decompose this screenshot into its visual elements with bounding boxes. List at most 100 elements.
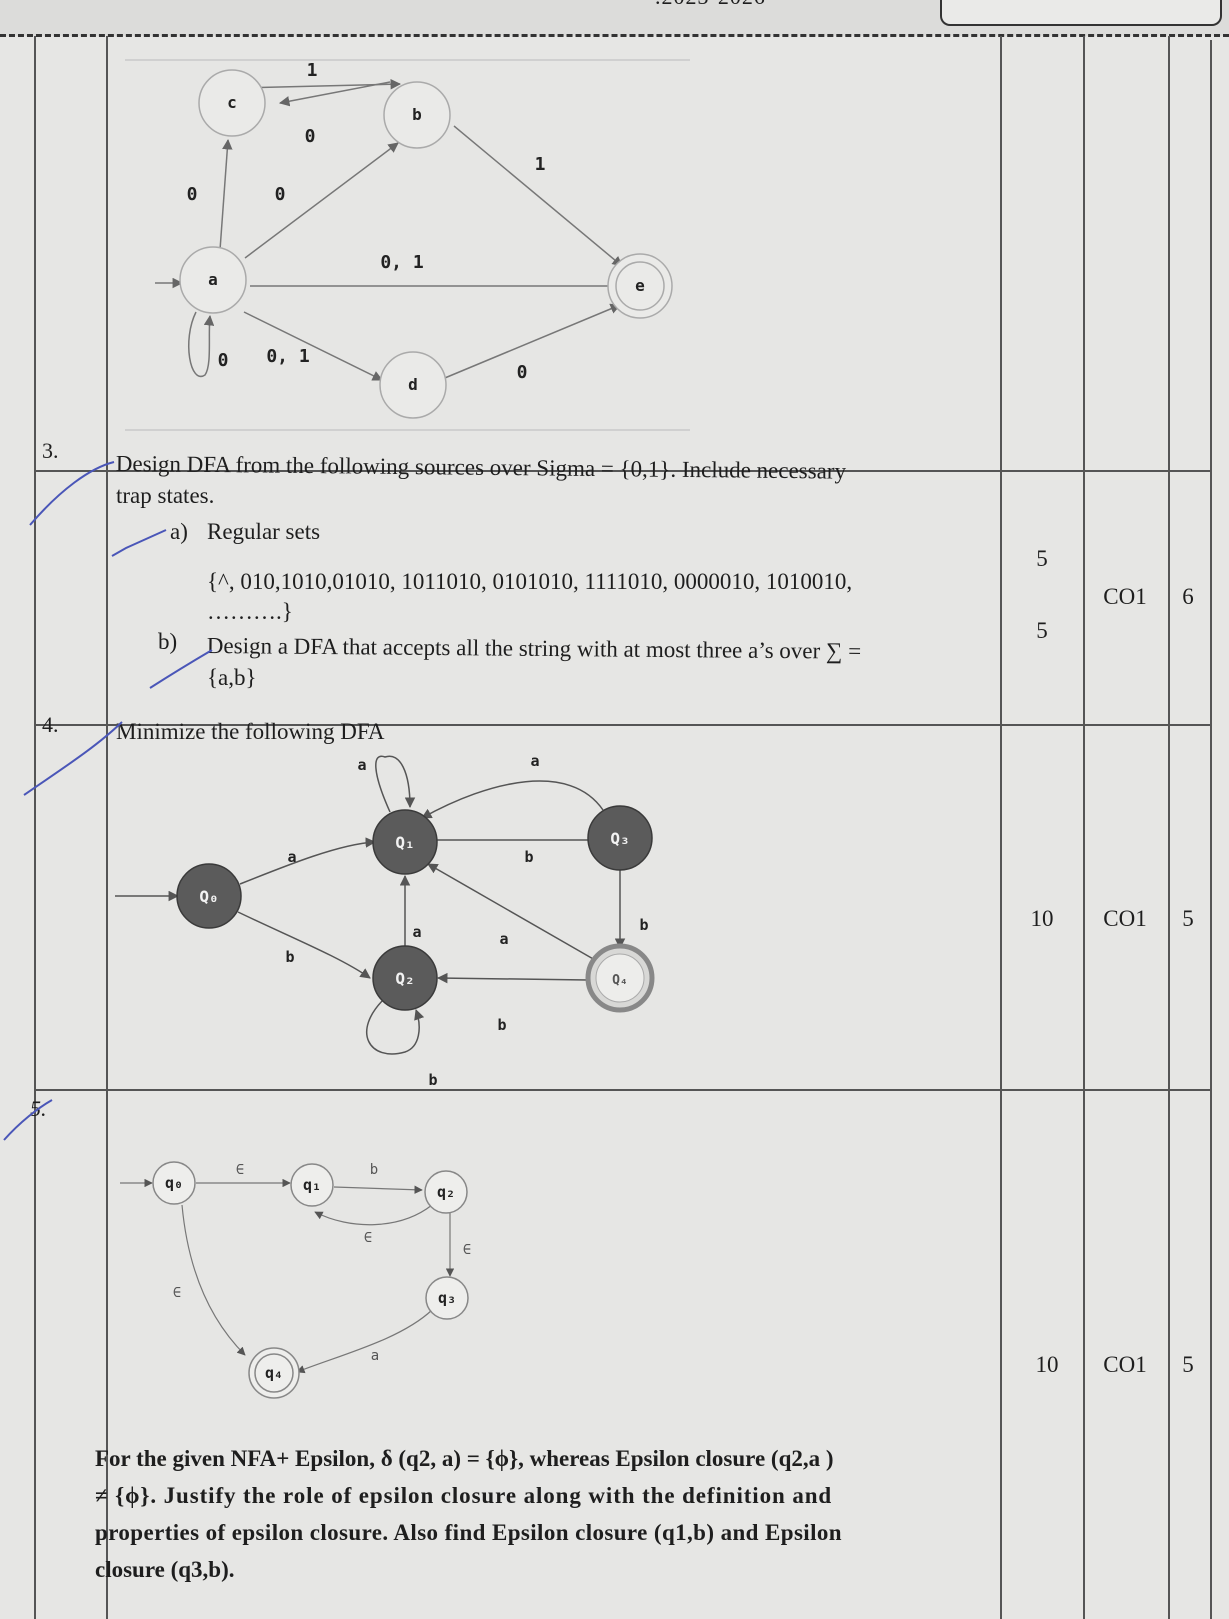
- state-nq3-node: [425, 1276, 469, 1320]
- label-nq2-nq1: ∈: [364, 1230, 372, 1246]
- edge-q3-q1: [421, 780, 604, 819]
- col-border-level: [1168, 36, 1170, 1619]
- edge-d-e: [439, 303, 621, 381]
- edge-q4-q2: [436, 972, 589, 984]
- q3b-text-line2: {a,b}: [207, 665, 257, 690]
- edge-nq0-nq4: [181, 1204, 246, 1356]
- edge-a-loop: [188, 311, 215, 378]
- label-c-b: 1: [307, 60, 318, 81]
- state-q1-node: [372, 809, 438, 875]
- label-a-d: 0, 1: [266, 346, 309, 367]
- state-nq3-label: q₃: [438, 1289, 456, 1307]
- col-border-left: [34, 36, 36, 1619]
- label-q4-q1: a: [499, 930, 508, 948]
- edge-q2-loop: [366, 997, 425, 1055]
- q4-number: 4.: [42, 712, 59, 737]
- label-q3-q1: a: [530, 752, 539, 770]
- label-q2-loop: b: [428, 1071, 437, 1087]
- col-border-marks: [1000, 36, 1002, 1619]
- state-q0-node: [176, 863, 242, 929]
- q5-para-line1: For the given NFA+ Epsilon, δ (q2, a) = …: [95, 1446, 834, 1471]
- edge-a-c: [219, 138, 233, 251]
- col-border-co: [1083, 36, 1085, 1619]
- label-a-loop: 0: [218, 350, 229, 371]
- label-a-b: 0: [275, 184, 286, 205]
- edge-q0-q2: [237, 911, 371, 979]
- q4-marks: 10: [1030, 906, 1054, 931]
- state-q4-inner: [595, 953, 645, 1003]
- dfa-diagram-2: Q₀ Q₁ Q₂ Q₃ Q₄ a a a b b b a a b b: [115, 752, 655, 1087]
- state-q2-node: [372, 945, 438, 1011]
- edge-nq1-nq2: [333, 1185, 423, 1194]
- q3-intro-line2: trap states.: [116, 483, 215, 508]
- header-rule: [0, 34, 1229, 37]
- label-nq3-nq4: a: [371, 1348, 379, 1364]
- label-nq0-nq4: ∈: [173, 1285, 181, 1301]
- state-a-node: [179, 246, 247, 314]
- state-q2-label: Q₂: [395, 969, 414, 988]
- label-nq2-nq3: ∈: [463, 1242, 471, 1258]
- tick-mark-q3a: [111, 529, 167, 557]
- edge-nq3-nq4: [296, 1309, 433, 1374]
- label-b-e: 1: [535, 154, 546, 175]
- state-a-label: a: [208, 270, 218, 289]
- state-b-label: b: [412, 105, 422, 124]
- edge-q1-loop: [375, 755, 416, 813]
- label-a-c: 0: [187, 184, 198, 205]
- q5-co: CO1: [1103, 1352, 1147, 1377]
- q3a-label: a): [170, 519, 188, 544]
- q3a-text: Regular sets: [207, 519, 321, 544]
- q3-number: 3.: [42, 438, 59, 463]
- q5-para-line4: closure (q3,b).: [95, 1557, 235, 1582]
- q3-level: 6: [1182, 584, 1194, 609]
- q5-marks: 10: [1035, 1352, 1059, 1377]
- label-q4-q2: b: [497, 1016, 506, 1034]
- edge-nq2-nq1: [314, 1204, 433, 1226]
- state-d-label: d: [408, 375, 418, 394]
- edge-b-e: [453, 125, 623, 267]
- col-border-question: [106, 36, 108, 1619]
- edge-a-b: [244, 142, 399, 259]
- q3b-marks: 5: [1036, 618, 1048, 643]
- label-a-e: 0, 1: [380, 252, 423, 273]
- header-title-fragment: .2023-2026: [655, 0, 766, 10]
- state-q3-label: Q₃: [610, 829, 629, 848]
- state-nq1-label: q₁: [303, 1176, 321, 1194]
- q3b-label: b): [158, 629, 178, 654]
- q4-level: 5: [1182, 906, 1194, 931]
- header-box: [940, 0, 1222, 26]
- dfa-diagram-1: c b a e d 1 0 0 0 1 0, 1 0 0, 1 0: [125, 59, 690, 431]
- tick-mark-q4: [23, 721, 123, 796]
- label-q1-loop: a: [357, 756, 366, 774]
- q5-para-line3: properties of epsilon closure. Also find…: [95, 1520, 842, 1545]
- label-q2-q1: a: [412, 923, 421, 941]
- label-b-c: 0: [305, 126, 316, 147]
- state-d-node: [379, 351, 447, 419]
- tick-mark-q3b: [149, 649, 213, 689]
- row-divider-4: [34, 724, 1210, 726]
- label-nq0-nq1: ∈: [236, 1162, 244, 1178]
- q3-co: CO1: [1103, 584, 1147, 609]
- state-nq4-label: q₄: [265, 1364, 283, 1382]
- edge-q0-q1: [239, 837, 377, 885]
- state-c-node: [198, 69, 266, 137]
- state-nq2-node: [424, 1170, 468, 1214]
- col-border-right: [1210, 40, 1212, 1619]
- state-nq1-node: [290, 1163, 334, 1207]
- state-b-node: [383, 81, 451, 149]
- state-nq2-label: q₂: [437, 1183, 455, 1201]
- edge-q4-q1: [427, 863, 596, 961]
- label-q3-q4: b: [639, 916, 648, 934]
- tick-mark-q3: [29, 461, 115, 526]
- edge-c-b: [239, 78, 402, 90]
- state-q0-label: Q₀: [199, 887, 218, 906]
- label-q0-q2: b: [285, 948, 294, 966]
- state-nq0-label: q₀: [165, 1174, 183, 1192]
- row-divider-3: [34, 470, 1210, 472]
- label-q1-q3: b: [524, 848, 533, 866]
- label-d-e: 0: [517, 362, 528, 383]
- label-q0-q1: a: [287, 848, 296, 866]
- q4-text: Minimize the following DFA: [116, 719, 385, 744]
- state-q3-node: [587, 805, 653, 871]
